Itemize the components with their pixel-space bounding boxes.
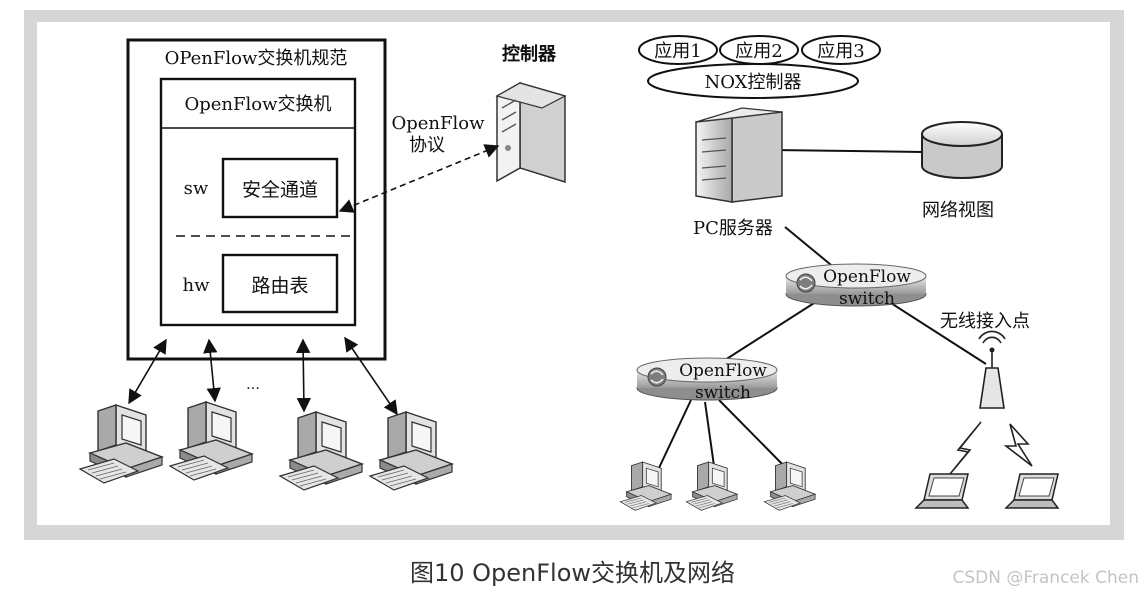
- host-computer-icon: [685, 461, 738, 511]
- protocol-label: OpenFlow: [391, 113, 485, 134]
- spec-title: OPenFlow交换机规范: [165, 48, 348, 69]
- network-view-disk-icon: [921, 121, 1003, 179]
- switch-label: switch: [695, 383, 751, 403]
- network-view-label: 网络视图: [922, 200, 994, 221]
- host-links: [128, 336, 398, 416]
- laptop-icon: [1005, 473, 1059, 509]
- app-label: 应用1: [654, 41, 701, 62]
- flow-table: 路由表: [251, 275, 308, 297]
- sw-label: sw: [184, 178, 209, 199]
- host-computer-icon: [619, 461, 672, 511]
- laptop-icon: [915, 473, 969, 509]
- switch-label: switch: [839, 289, 895, 309]
- hw-label: hw: [183, 275, 211, 296]
- wireless-access-point-icon: [978, 330, 1006, 409]
- switch-title: OpenFlow交换机: [184, 94, 331, 115]
- host-computer-icon: [169, 401, 253, 481]
- pc-server-icon: [695, 107, 783, 203]
- nox-controller-label: NOX控制器: [704, 72, 801, 93]
- host-computer-icon: [369, 411, 453, 491]
- watermark: CSDN @Francek Chen: [952, 568, 1139, 588]
- wireless-signal-icon: [949, 421, 982, 475]
- wireless-ap-label: 无线接入点: [940, 311, 1030, 332]
- network-links: [657, 149, 987, 473]
- wireless-signal-icon: [1003, 423, 1033, 467]
- host-computer-icon: [279, 411, 363, 491]
- app-label: 应用2: [735, 41, 782, 62]
- controller-label: 控制器: [502, 43, 557, 65]
- ellipsis: …: [246, 377, 260, 393]
- host-computer-icon: [763, 461, 816, 511]
- openflow-protocol-link: [338, 144, 500, 213]
- secure-channel: 安全通道: [242, 179, 318, 201]
- switch-label: OpenFlow: [679, 361, 767, 381]
- app-label: 应用3: [817, 41, 864, 62]
- figure-caption: 图10 OpenFlow交换机及网络: [409, 559, 736, 587]
- pc-server-label: PC服务器: [693, 218, 773, 239]
- nox-stack: 应用1 应用2 应用3 NOX控制器: [638, 35, 881, 99]
- switch-spec: OPenFlow交换机规范 OpenFlow交换机 sw 安全通道 hw 路由表: [126, 38, 387, 361]
- switch-label: OpenFlow: [823, 267, 911, 287]
- protocol-label: 协议: [409, 135, 445, 156]
- controller-server-icon: [495, 81, 567, 184]
- host-computer-icon: [79, 404, 163, 484]
